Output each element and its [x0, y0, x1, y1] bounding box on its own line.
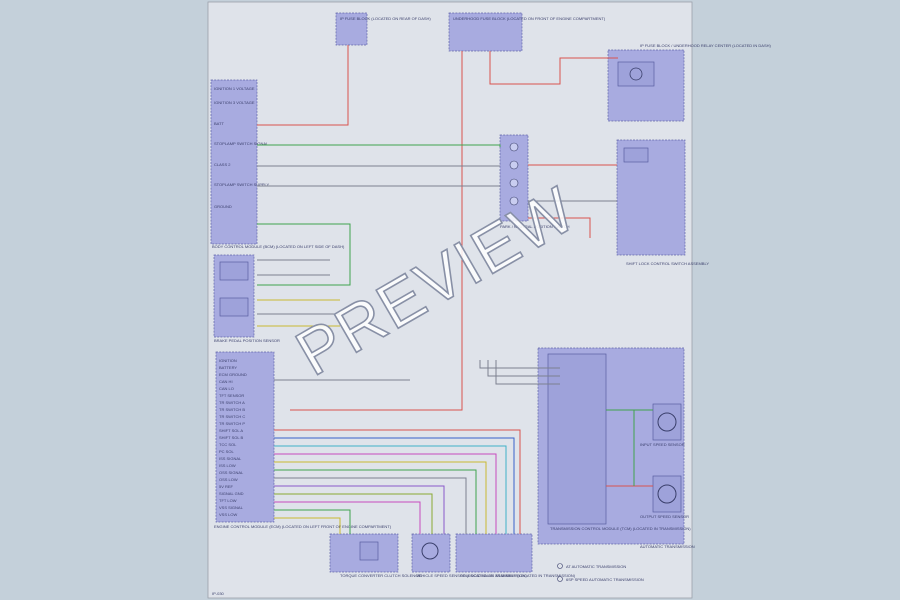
wire-colored: [274, 453, 497, 534]
bcm-pin-label: GROUND: [214, 204, 232, 209]
wire-colored: [274, 501, 421, 534]
wire-gray: [487, 360, 560, 377]
ecm-pin-label: CAN HI: [219, 379, 233, 384]
ecm-pin-label: TFT SENSOR: [219, 393, 244, 398]
vehicle-speed-sensor: VEHICLE SPEED SENSOR (LOCATED ON TRANSMI…: [411, 533, 527, 578]
wire-colored: [274, 517, 341, 534]
tcc-solenoid-label: TORQUE CONVERTER CLUTCH SOLENOID: [340, 573, 422, 578]
park-neutral-label: PARK / NEUTRAL POSITION SWITCH: [500, 224, 570, 229]
diagram-legend: AT AUTOMATIC TRANSMISSION 6SP SPEED AUTO…: [557, 563, 644, 582]
wire-colored: [274, 509, 351, 534]
bcm-pin-label: CLASS 2: [214, 162, 231, 167]
ecm-pin-label: ECM GROUND: [219, 372, 247, 377]
wire-red: [528, 217, 591, 238]
bcm-pin-label: IGNITION 3 VOLTAGE: [214, 100, 255, 105]
wire-red: [290, 51, 463, 411]
tcc-solenoid: TORQUE CONVERTER CLUTCH SOLENOID: [329, 533, 422, 578]
engine-control-module: ENGINE CONTROL MODULE (ECM) (LOCATED ON …: [214, 351, 392, 529]
body-control-label: BODY CONTROL MODULE (BCM) (LOCATED ON LE…: [212, 244, 345, 249]
ecm-pin-label: VSS LOW: [219, 512, 237, 517]
wire-green: [257, 144, 501, 147]
wire-colored: [274, 445, 507, 534]
bcm-pin-label: STOPLAMP SWITCH SUPPLY: [214, 182, 269, 187]
legend-line-2: 6SP SPEED AUTOMATIC TRANSMISSION: [566, 577, 644, 582]
ip-fuse-relay-block: IP FUSE BLOCK / UNDERHOOD RELAY CENTER (…: [607, 43, 772, 122]
top-fuse-b-label: UNDERHOOD FUSE BLOCK (LOCATED ON FRONT O…: [453, 16, 606, 21]
ecm-pin-label: TCC SOL: [219, 442, 237, 447]
ecm-pin-label: TR SWITCH B: [219, 407, 245, 412]
ecm-pin-label: TR SWITCH A: [219, 400, 245, 405]
ecm-pin-label: ISS LOW: [219, 463, 236, 468]
output-speed-label: OUTPUT SPEED SENSOR: [640, 514, 689, 519]
wire-colored: [274, 477, 467, 534]
page-id: IP-030: [212, 591, 225, 596]
ecm-pin-label: TFT LOW: [219, 498, 237, 503]
ecm-label: ENGINE CONTROL MODULE (ECM) (LOCATED ON …: [214, 524, 392, 529]
ecm-pin-label: TR SWITCH P: [219, 421, 245, 426]
wire-colored: [274, 485, 445, 534]
wire-colored: [274, 493, 433, 534]
wire-red: [257, 90, 349, 126]
brake-pedal-sensor: BRAKE PEDAL POSITION SENSOR: [213, 254, 280, 343]
ecm-pin-label: CAN LO: [219, 386, 234, 391]
wire-colored: [274, 437, 515, 534]
body-control-module: BODY CONTROL MODULE (BCM) (LOCATED ON LE…: [210, 79, 345, 249]
ip-fuse-relay-label: IP FUSE BLOCK / UNDERHOOD RELAY CENTER (…: [640, 43, 772, 48]
legend-line-1: AT AUTOMATIC TRANSMISSION: [566, 564, 626, 569]
ecm-pin-label: BATTERY: [219, 365, 237, 370]
park-neutral-switch: PARK / NEUTRAL POSITION SWITCH: [499, 134, 570, 229]
shift-lock-label: SHIFT LOCK CONTROL SWITCH ASSEMBLY: [626, 261, 709, 266]
top-fuse-block-a: IP FUSE BLOCK (LOCATED ON REAR OF DASH): [335, 12, 431, 46]
wire-colored: [274, 469, 477, 534]
solenoid-valve-assembly: SOLENOID VALVE ASSEMBLY (LOCATED IN TRAN…: [455, 533, 576, 578]
ecm-pin-label: VSS SIGNAL: [219, 505, 244, 510]
auto-trans-label: AUTOMATIC TRANSMISSION: [640, 544, 695, 549]
bcm-pin-label: BATT: [214, 121, 224, 126]
wire-red: [489, 51, 618, 85]
brake-pedal-label: BRAKE PEDAL POSITION SENSOR: [214, 338, 280, 343]
ecm-pin-label: PC SOL: [219, 449, 234, 454]
bcm-pin-label: STOPLAMP SWITCH SIGNAL: [214, 141, 269, 146]
ecm-pin-label: SHIFT SOL B: [219, 435, 244, 440]
top-fuse-a-label: IP FUSE BLOCK (LOCATED ON REAR OF DASH): [340, 16, 431, 21]
transmission-control-module: AUTOMATIC TRANSMISSION INPUT SPEED SENSO…: [537, 347, 695, 549]
trans-control-label: TRANSMISSION CONTROL MODULE (TCM) (LOCAT…: [550, 526, 691, 531]
solenoid-valve-label: SOLENOID VALVE ASSEMBLY (LOCATED IN TRAN…: [460, 573, 576, 578]
bcm-pin-label: IGNITION 1 VOLTAGE: [214, 86, 255, 91]
ecm-pin-label: SHIFT SOL A: [219, 428, 243, 433]
wire-gray: [495, 360, 560, 385]
speed-sensor-label: VEHICLE SPEED SENSOR (LOCATED ON TRANSMI…: [416, 573, 527, 578]
ecm-pin-label: TR SWITCH C: [219, 414, 245, 419]
wire-gray: [479, 360, 560, 369]
ecm-pin-label: 5V REF: [219, 484, 234, 489]
wire-colored: [274, 429, 521, 534]
input-speed-label: INPUT SPEED SENSOR: [640, 442, 685, 447]
ecm-pin-label: OSS SIGNAL: [219, 470, 244, 475]
wire-colored: [274, 461, 487, 534]
ecm-pin-label: SIGNAL GND: [219, 491, 244, 496]
ecm-pin-label: OSS LOW: [219, 477, 238, 482]
ecm-pin-label: ISS SIGNAL: [219, 456, 242, 461]
wire-layer: [257, 45, 653, 534]
wire-green: [257, 223, 351, 286]
top-fuse-block-b: UNDERHOOD FUSE BLOCK (LOCATED ON FRONT O…: [448, 12, 606, 52]
ecm-pin-label: IGNITION: [219, 358, 237, 363]
shift-lock-switch: SHIFT LOCK CONTROL SWITCH ASSEMBLY: [616, 139, 709, 266]
